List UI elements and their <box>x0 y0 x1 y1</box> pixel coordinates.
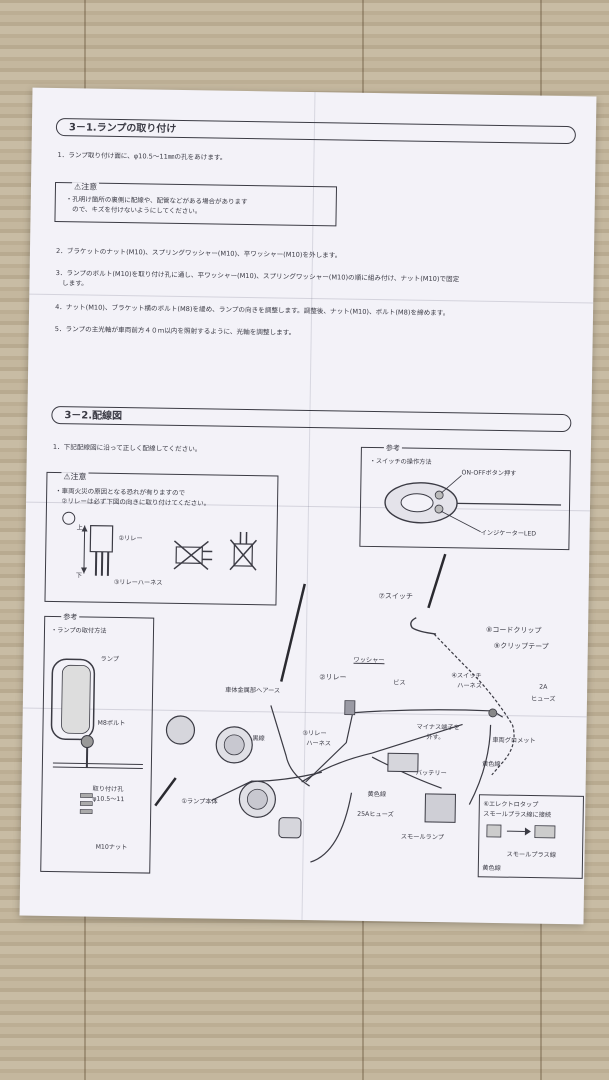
black-wire-label: 黒線 <box>252 735 265 743</box>
reference-box-lamp-mount: 参考 ・ランプの取付方法 ランプ M8ボルト 取り付け孔 φ10.5～11 M1… <box>40 612 155 874</box>
small-lamp-label: スモールランプ <box>400 833 445 842</box>
fuse-25a-label: 25Aヒューズ <box>357 810 394 819</box>
instruction-sheet: 3－1.ランプの取り付け 1．ランプ取り付け面に、φ10.5～11㎜の孔をあけま… <box>19 87 597 925</box>
wiring-diagram <box>154 553 584 879</box>
screw-label: ビス <box>393 679 406 687</box>
electro-tap-label-2: スモールプラス線に接続 <box>483 810 552 819</box>
relay-harness-diag-label-2: ハーネス <box>306 740 332 748</box>
battery-label: バッテリー <box>415 769 447 778</box>
reference-box-switch: 参考 ・スイッチの操作方法 ON-OFFボタン押す インジケーターLED <box>359 443 571 551</box>
yellow-wire-label: 黄色線 <box>481 760 501 769</box>
minus-terminal-label-2: 外す。 <box>426 733 445 742</box>
fuse-2a-label: 2A <box>539 683 548 691</box>
washer-label: ワッシャー <box>353 656 385 665</box>
lamp-body-label: ①ランプ本体 <box>181 798 218 806</box>
switch-diagram <box>384 475 562 533</box>
caution-box-relay: ⚠注意 ・車両火災の原因となる恐れが有りますので ②リレーは必ず下図の向きに取り… <box>44 471 279 606</box>
switch-label: ⑦スイッチ <box>378 592 413 601</box>
cord-clip-label: ⑧コードクリップ <box>486 625 542 635</box>
fuse-2a-label-2: ヒューズ <box>530 695 556 703</box>
switch-harness-label: ④スイッチ <box>451 672 482 680</box>
electro-tap-label: ⑥エレクトロタップ <box>483 800 539 809</box>
minus-terminal-label: マイナス端子を <box>416 723 460 732</box>
relay-harness-diag-label: ③リレー <box>302 729 327 738</box>
yellow-wire-label-2: 黄色線 <box>367 790 387 799</box>
ground-label: 車体金属部へアース <box>225 686 281 695</box>
lamp-mount-diagram <box>50 658 143 814</box>
relay-diagram-label: ②リレー <box>319 673 347 682</box>
grommet-label: 車両グロメット <box>492 736 536 745</box>
relay-orientation-diagram <box>62 511 258 576</box>
switch-harness-label-2: ハーネス <box>457 682 482 690</box>
small-plus-wire-label: スモールプラス線 <box>506 851 556 859</box>
yellow-wire-label-3: 黄色線 <box>482 864 501 873</box>
clip-tape-label: ⑨クリップテープ <box>493 641 549 651</box>
